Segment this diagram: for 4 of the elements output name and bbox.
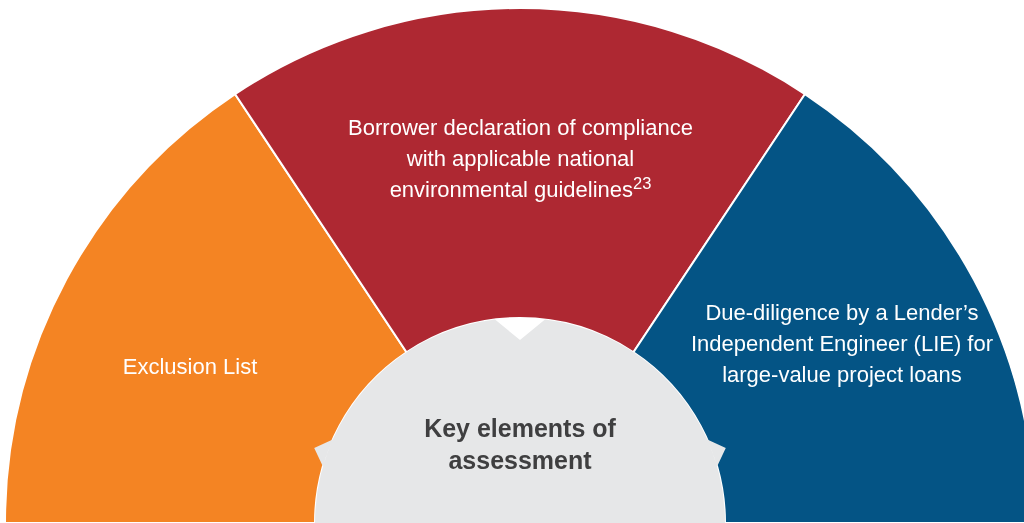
sector-label: Exclusion List: [121, 353, 259, 381]
sector-label: Borrower declaration of compliance with applicable national environmental guidelines$^{23}$: [347, 114, 694, 204]
center-label: Key elements of assessment: [423, 413, 617, 476]
sector-label: Due-diligence by a Lender’s Independent Engineer (LIE) for large-value project loans: [689, 299, 995, 389]
